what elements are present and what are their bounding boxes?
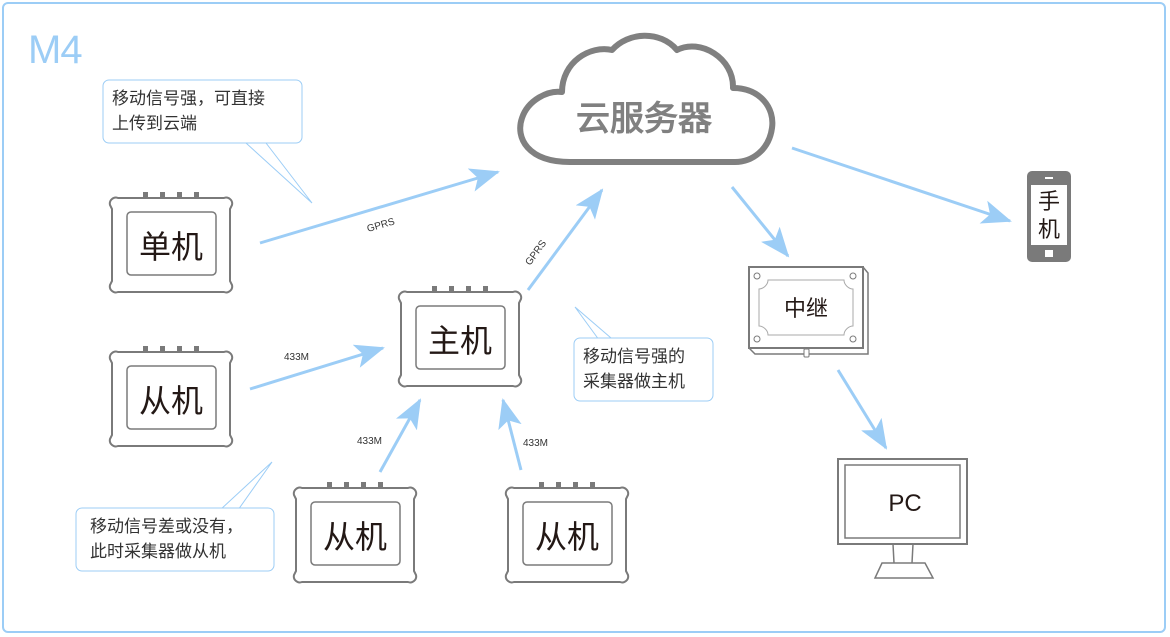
edge-cloud-to-relay xyxy=(730,186,790,258)
edge-label-gprs: GPRS xyxy=(524,238,550,268)
edge-label-433m: 433M xyxy=(523,438,548,449)
monitor-icon xyxy=(837,458,968,579)
slave-collector-node-left: 从机 xyxy=(108,345,234,448)
note-master: 移动信号强的 采集器做主机 xyxy=(583,347,685,392)
cloud-label: 云服务器 xyxy=(576,99,713,139)
cloud-server-node: 云服务器 xyxy=(517,32,776,165)
edge-master-to-cloud: GPRS xyxy=(524,188,604,291)
callout-box-standalone xyxy=(102,79,303,144)
callout-pointer-master xyxy=(574,306,619,345)
note-standalone: 移动信号强，可直接 上传到云端 xyxy=(112,89,265,134)
edge-cloud-to-phone xyxy=(791,146,1012,224)
edge-label-433m: 433M xyxy=(284,352,309,363)
callout-pointer-slave xyxy=(219,461,273,511)
edge-relay-to-pc xyxy=(836,369,888,450)
relay-label: 中继 xyxy=(784,297,828,322)
edge-slave-bottom-left-to-master: 433M xyxy=(357,398,422,473)
edge-label-gprs: GPRS xyxy=(366,216,397,234)
relay-node: 中继 xyxy=(748,266,869,358)
slave-label: 从机 xyxy=(139,382,203,420)
relay-icon xyxy=(748,266,869,358)
edge-slave-bottom-right-to-master: 433M xyxy=(498,398,548,471)
callout-box-master xyxy=(573,337,714,402)
phone-icon xyxy=(1027,171,1071,262)
standalone-label: 单机 xyxy=(139,228,203,266)
slave-label: 从机 xyxy=(535,518,599,556)
slave-collector-node-bottom-right: 从机 xyxy=(504,481,630,584)
diagram-title: M4 xyxy=(28,28,83,72)
slave-label: 从机 xyxy=(323,518,387,556)
note-slave: 移动信号差或没有， 此时采集器做从机 xyxy=(90,517,243,562)
master-collector-node: 主机 xyxy=(397,285,523,388)
standalone-collector-node: 单机 xyxy=(108,191,234,294)
phone-label-line1: 手 xyxy=(1038,190,1060,215)
edge-label-433m: 433M xyxy=(357,436,382,447)
cloud-icon xyxy=(517,32,776,165)
slave-collector-node-bottom-left: 从机 xyxy=(292,481,418,584)
callout-box-slave xyxy=(75,507,275,572)
edge-slave-left-to-master: 433M xyxy=(249,344,385,391)
pc-label: PC xyxy=(888,490,921,517)
master-label: 主机 xyxy=(428,322,492,360)
phone-node: 手 机 xyxy=(1027,171,1071,262)
callout-pointer-standalone xyxy=(245,142,313,204)
phone-label-line2: 机 xyxy=(1038,218,1060,243)
pc-node: PC xyxy=(837,458,968,579)
